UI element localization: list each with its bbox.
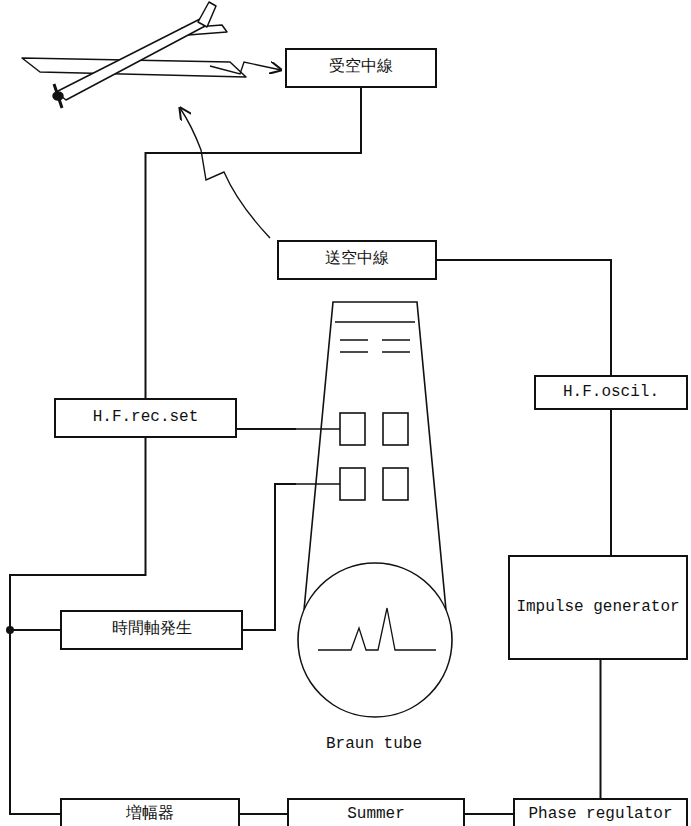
electron-gun	[335, 322, 415, 352]
tube-screen	[298, 563, 452, 717]
box-label: Impulse generator	[516, 598, 679, 617]
box-label: 時間軸発生	[112, 620, 192, 639]
signal-zigzag	[180, 108, 270, 238]
process-box: H.F.oscil.	[534, 375, 688, 410]
wire-connector	[10, 630, 60, 814]
screen-trace	[318, 608, 436, 650]
wire-connector	[437, 260, 611, 375]
process-box: H.F.rec.set	[54, 398, 237, 438]
box-label: Summer	[347, 805, 405, 824]
plate-wire	[296, 429, 340, 484]
deflection-plate	[383, 468, 408, 500]
airplane-propeller	[54, 84, 62, 108]
process-box: Summer	[287, 798, 465, 826]
wire-connector	[243, 484, 296, 630]
process-box: Impulse generator	[508, 555, 688, 660]
wire-connector	[465, 813, 513, 815]
box-label: H.F.rec.set	[93, 408, 199, 427]
box-label: 受空中線	[329, 58, 393, 77]
airplane-fuselage	[56, 19, 207, 100]
process-box: 増幅器	[60, 798, 240, 826]
airplane-illustration	[22, 2, 246, 108]
process-box: Phase regulator	[513, 798, 688, 826]
box-label: H.F.oscil.	[563, 383, 659, 402]
wire-connector	[237, 428, 296, 430]
box-label: Braun tube	[326, 735, 422, 754]
wire-connector	[610, 410, 612, 555]
box-label: 送空中線	[325, 250, 389, 269]
airplane-fin	[198, 2, 216, 27]
antenna-box: 受空中線	[285, 48, 437, 88]
antenna-box: 送空中線	[277, 240, 437, 280]
wire-connector	[600, 660, 602, 798]
process-box: 時間軸発生	[60, 610, 243, 650]
signal-zigzag	[210, 62, 281, 74]
deflection-plate	[340, 468, 365, 500]
braun-tube: Braun tube	[296, 300, 452, 760]
wire-connector	[240, 813, 287, 815]
deflection-plate	[340, 413, 365, 445]
deflection-plate	[383, 413, 408, 445]
box-label: Phase regulator	[528, 805, 672, 824]
box-label: 増幅器	[126, 805, 174, 824]
tube-outline	[296, 300, 452, 760]
